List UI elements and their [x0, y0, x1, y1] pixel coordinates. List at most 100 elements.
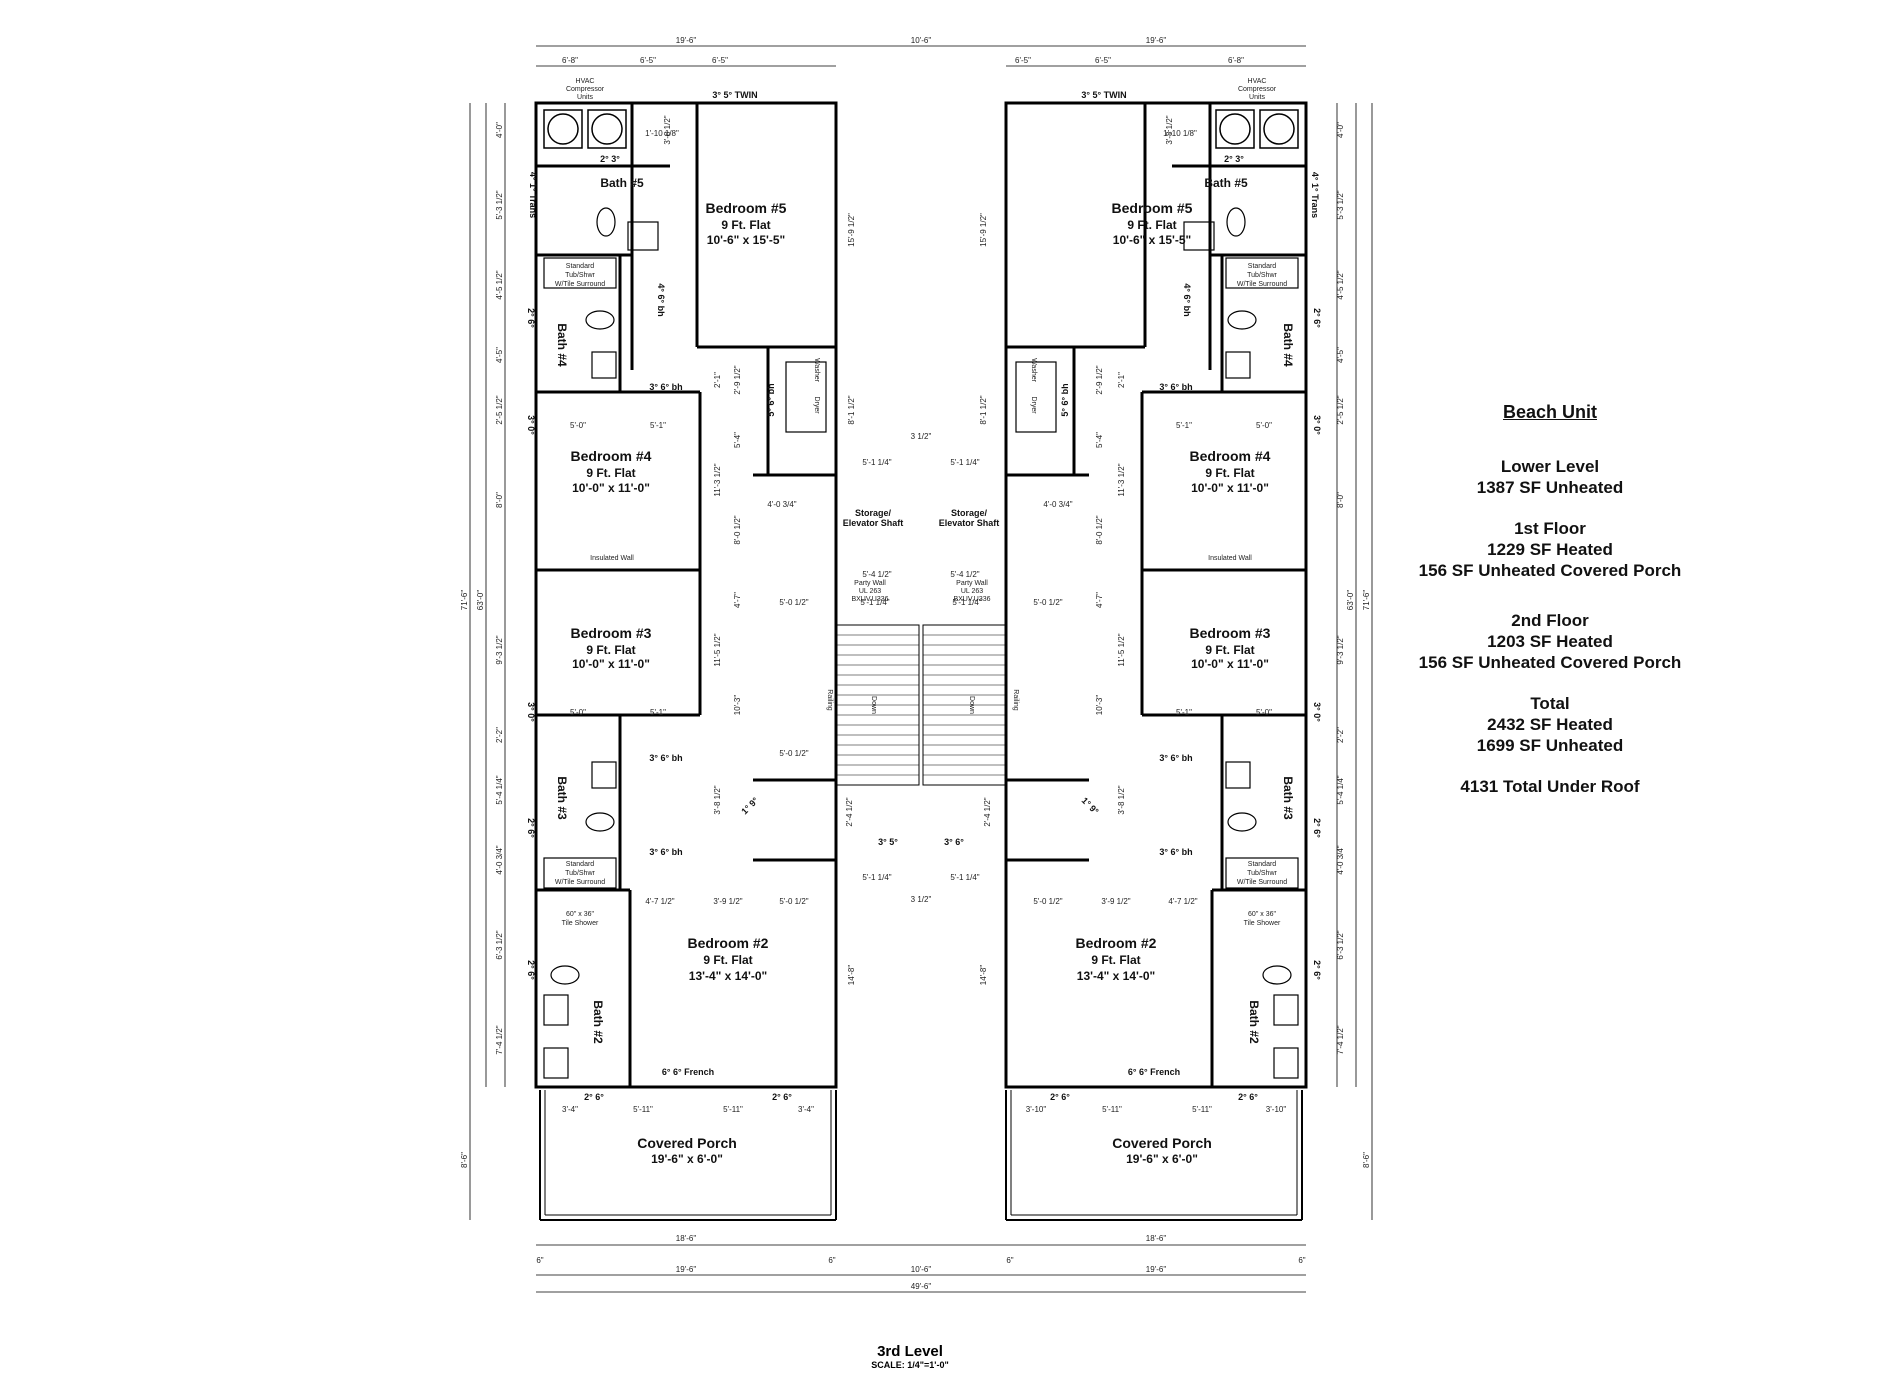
- insulated-wall-right: Insulated Wall: [1208, 555, 1252, 562]
- dim-porch-left: 18'-6": [676, 1234, 697, 1243]
- column-dimension-label: 6'-3 1/2": [1336, 930, 1345, 959]
- bedroom5-ceiling-left: 9 Ft. Flat: [721, 218, 770, 232]
- column-dimension-label: 2'-2": [1336, 727, 1345, 743]
- lower-level-group: Lower Level 1387 SF Unheated: [1350, 456, 1750, 498]
- door-26-left-a: 2° 6°: [584, 1092, 604, 1102]
- dim-2-4-right: 2'-4 1/2": [983, 797, 992, 826]
- column-dimension-label: 4'-5 1/2": [495, 270, 504, 299]
- fixtures: [1015, 207, 1299, 1079]
- dim-hall-left: 8'-1 1/2": [847, 395, 856, 424]
- dim-5-1-a-right: 5'-1": [1176, 421, 1192, 430]
- hvac-note-left-3: Units: [577, 94, 593, 101]
- scale-note: SCALE: 1/4"=1'-0": [871, 1360, 949, 1370]
- tub-note-left-b2: Tub/Shwr: [565, 870, 595, 877]
- twin-door-left: 3° 5° TWIN: [712, 90, 757, 100]
- tile-shower-left-1: 60" x 36": [566, 911, 594, 918]
- dim-11-3-right: 11'-3 1/2": [1117, 463, 1126, 496]
- dim-4-7v-right: 4'-7": [1095, 592, 1104, 608]
- dim-11-5-right: 11'-5 1/2": [1117, 633, 1126, 666]
- dim-4-7-left: 4'-7 1/2": [645, 897, 674, 906]
- door-56bh-left: 5° 6° bh: [766, 383, 776, 416]
- dim-1-10-left: 1'-10 1/8": [645, 129, 679, 138]
- dimension-labels: 10'-6" 19'-6" 19'-6" 6'-8" 6'-5" 6'-5" 6…: [460, 36, 1371, 1291]
- dim-5-11-b-right: 5'-11": [1192, 1105, 1212, 1114]
- door-26-right-c: 2° 6°: [1312, 308, 1322, 328]
- bedroom4-size-left: 10'-0" x 11'-0": [572, 481, 650, 495]
- hvac-units: [543, 109, 627, 149]
- door-41trans-left: 4° 1° Trans: [528, 172, 538, 218]
- dim-4-7-right: 4'-7 1/2": [1168, 897, 1197, 906]
- door-36bh-left-c: 3° 6° bh: [649, 847, 682, 857]
- fixtures: [543, 207, 827, 1079]
- room-labels: Bedroom #5 9 Ft. Flat 10'-6" x 15'-5" Be…: [555, 176, 1295, 1166]
- second-floor-group: 2nd Floor 1203 SF Heated 156 SF Unheated…: [1350, 610, 1750, 673]
- dim-5-0h-c-right: 5'-0 1/2": [1033, 897, 1062, 906]
- storage-label-left-2: Elevator Shaft: [843, 518, 904, 528]
- lower-level-title: Lower Level: [1500, 457, 1600, 476]
- dim-5-1-b-right: 5'-1": [1176, 708, 1192, 717]
- dim-5-4h-right: 5'-4 1/2": [950, 570, 979, 579]
- door-46bh-right: 4° 6° bh: [1182, 283, 1192, 316]
- hvac-note-left-1: HVAC: [576, 78, 595, 85]
- bedroom5-ceiling-right: 9 Ft. Flat: [1127, 218, 1176, 232]
- porch-name-left: Covered Porch: [637, 1135, 737, 1151]
- dim-3-8-left: 3'-8 1/2": [713, 785, 722, 814]
- door-30-left: 3° 0°: [526, 415, 536, 435]
- dim-5-1q-bot-left: 5'-1 1/4": [862, 873, 891, 882]
- dim-8-0-right: 8'-0 1/2": [1095, 515, 1104, 544]
- door-30-right-b: 3° 0°: [1312, 702, 1322, 722]
- dim-5-1q-top-right: 5'-1 1/4": [950, 458, 979, 467]
- tub-note-left-1: Standard: [566, 263, 595, 270]
- down-right: Down: [968, 696, 975, 714]
- dim-11-3-left: 11'-3 1/2": [713, 463, 722, 496]
- dim-main-height-left: 63'-0": [476, 590, 485, 611]
- column-dimension-label: 2'-2": [495, 727, 504, 743]
- dim-3-8-top-left: 3'-8 1/2": [663, 115, 672, 144]
- under-roof-total: 4131 Total Under Roof: [1460, 777, 1640, 796]
- bath5-label-right: Bath #5: [1204, 176, 1248, 190]
- bedroom3-ceiling-left: 9 Ft. Flat: [586, 643, 635, 657]
- hvac-note-right-1: HVAC: [1248, 78, 1267, 85]
- dim-unit-top-left: 19'-6": [676, 36, 697, 45]
- door-36bh-right-a: 3° 6° bh: [1159, 382, 1192, 392]
- door-26-left-c: 2° 6°: [526, 308, 536, 328]
- tile-shower-right-2: Tile Shower: [1244, 920, 1281, 927]
- dimension-lines: [469, 45, 1373, 1293]
- dim-three-half-top: 3 1/2": [911, 432, 932, 441]
- dim-5-0-a-left: 5'-0": [570, 421, 586, 430]
- dim-5-11-b-left: 5'-11": [723, 1105, 743, 1114]
- bath4-label-right: Bath #4: [1281, 323, 1295, 367]
- column-dimension-label: 4'-0": [495, 122, 504, 138]
- dryer-left: Dryer: [813, 396, 820, 414]
- bedroom3-name-left: Bedroom #3: [571, 625, 652, 641]
- washer-right: Washer: [1030, 358, 1037, 383]
- dim-2-1-left: 2'-1": [713, 372, 722, 388]
- dim-4-0-left: 4'-0 3/4": [767, 500, 796, 509]
- dim-5-0h-a-left: 5'-0 1/2": [779, 598, 808, 607]
- tile-shower-right-1: 60" x 36": [1248, 911, 1276, 918]
- door-19-left: 1° 9°: [739, 795, 760, 816]
- dim-six-d: 6": [1298, 1256, 1305, 1265]
- bedroom3-ceiling-right: 9 Ft. Flat: [1205, 643, 1254, 657]
- tub-note-right-b2: Tub/Shwr: [1247, 870, 1277, 877]
- dim-porch-depth-left: 8'-6": [460, 1152, 469, 1168]
- bedroom5-name-right: Bedroom #5: [1112, 200, 1193, 216]
- first-floor-group: 1st Floor 1229 SF Heated 156 SF Unheated…: [1350, 518, 1750, 581]
- dim-2-1-right: 2'-1": [1117, 372, 1126, 388]
- dim-six-c: 6": [1006, 1256, 1013, 1265]
- porch-size-right: 19'-6" x 6'-0": [1126, 1152, 1198, 1166]
- bath3-label-right: Bath #3: [1281, 776, 1295, 820]
- dim-top-left-a: 6'-8": [562, 56, 578, 65]
- railing-right: Railing: [1012, 689, 1019, 711]
- column-dimension-label: 4'-5 1/2": [1336, 270, 1345, 299]
- dim-top-left-b: 6'-5": [640, 56, 656, 65]
- bedroom2-size-right: 13'-4" x 14'-0": [1077, 969, 1155, 983]
- total-line-2: 1699 SF Unheated: [1476, 736, 1624, 755]
- column-dimension-label: 4'-0": [1336, 122, 1345, 138]
- dim-5-1-b-left: 5'-1": [650, 708, 666, 717]
- dim-top-right-c: 6'-8": [1228, 56, 1244, 65]
- bedroom5-size-right: 10'-6" x 15'-5": [1113, 233, 1191, 247]
- dryer-right: Dryer: [1030, 396, 1037, 414]
- dim-3-8-top-right: 3'-8 1/2": [1165, 115, 1174, 144]
- total-title: Total: [1530, 694, 1570, 713]
